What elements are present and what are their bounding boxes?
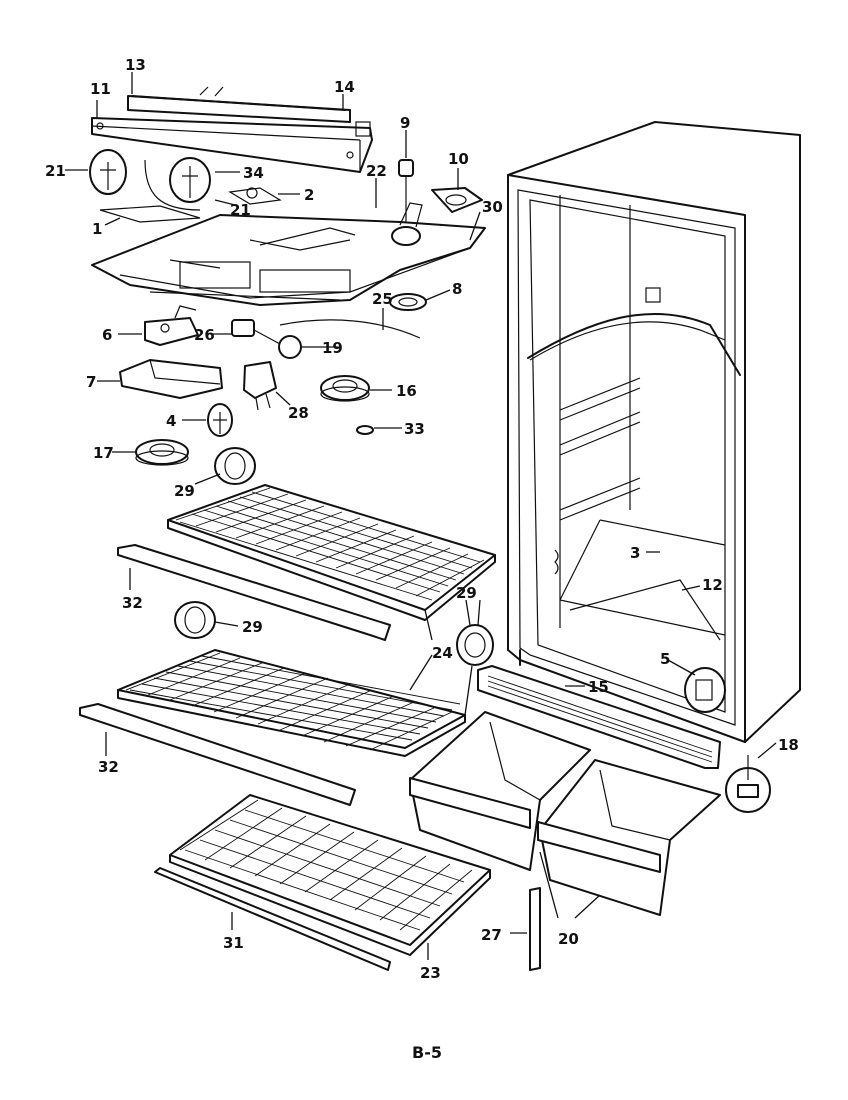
crisper-cover <box>477 665 721 769</box>
callout-22: 22 <box>366 162 387 180</box>
callout-15: 15 <box>588 678 609 696</box>
detail-circles <box>89 149 771 813</box>
callout-21-a: 21 <box>45 162 66 180</box>
wire-shelf-upper <box>167 484 496 621</box>
top-channel-assembly <box>91 86 373 173</box>
glass-shelf <box>154 794 491 971</box>
callout-33: 33 <box>404 420 425 438</box>
callout-13: 13 <box>125 56 146 74</box>
callout-12: 12 <box>702 576 723 594</box>
control-panel-housing <box>91 159 486 339</box>
leader-lines <box>65 72 777 960</box>
callout-9: 9 <box>400 114 410 132</box>
callout-30: 30 <box>482 198 503 216</box>
callout-11: 11 <box>90 80 111 98</box>
callout-34: 34 <box>243 164 264 182</box>
callout-10: 10 <box>448 150 469 168</box>
callout-29-b: 29 <box>456 584 477 602</box>
callout-32-b: 32 <box>98 758 119 776</box>
callout-21-b: 21 <box>230 201 251 219</box>
callout-2: 2 <box>304 186 314 204</box>
callout-25: 25 <box>372 290 393 308</box>
callout-6: 6 <box>102 326 112 344</box>
callout-labels: 13 14 11 9 10 21 34 22 2 21 30 1 25 8 6 … <box>45 56 799 1062</box>
callout-27: 27 <box>481 926 502 944</box>
callout-1: 1 <box>92 220 102 238</box>
crisper-drawers <box>409 711 721 916</box>
callout-24: 24 <box>432 644 453 662</box>
callout-28: 28 <box>288 404 309 422</box>
control-parts <box>119 305 374 466</box>
callout-29-c: 29 <box>242 618 263 636</box>
callout-20: 20 <box>558 930 579 948</box>
callout-4: 4 <box>166 412 176 430</box>
callout-7: 7 <box>86 373 96 391</box>
callout-18: 18 <box>778 736 799 754</box>
callout-17: 17 <box>93 444 114 462</box>
callout-3: 3 <box>630 544 640 562</box>
callout-14: 14 <box>334 78 355 96</box>
callout-16: 16 <box>396 382 417 400</box>
callout-19: 19 <box>322 339 343 357</box>
crisper-rod <box>529 887 541 971</box>
callout-5: 5 <box>660 650 670 668</box>
refrigerator-cabinet <box>507 121 801 743</box>
page-label: B-5 <box>412 1043 442 1062</box>
callout-29-a: 29 <box>174 482 195 500</box>
callout-32-a: 32 <box>122 594 143 612</box>
callout-26: 26 <box>194 326 215 344</box>
callout-23: 23 <box>420 964 441 982</box>
callout-31: 31 <box>223 934 244 952</box>
callout-8: 8 <box>452 280 462 298</box>
shelf-rails <box>79 544 391 806</box>
